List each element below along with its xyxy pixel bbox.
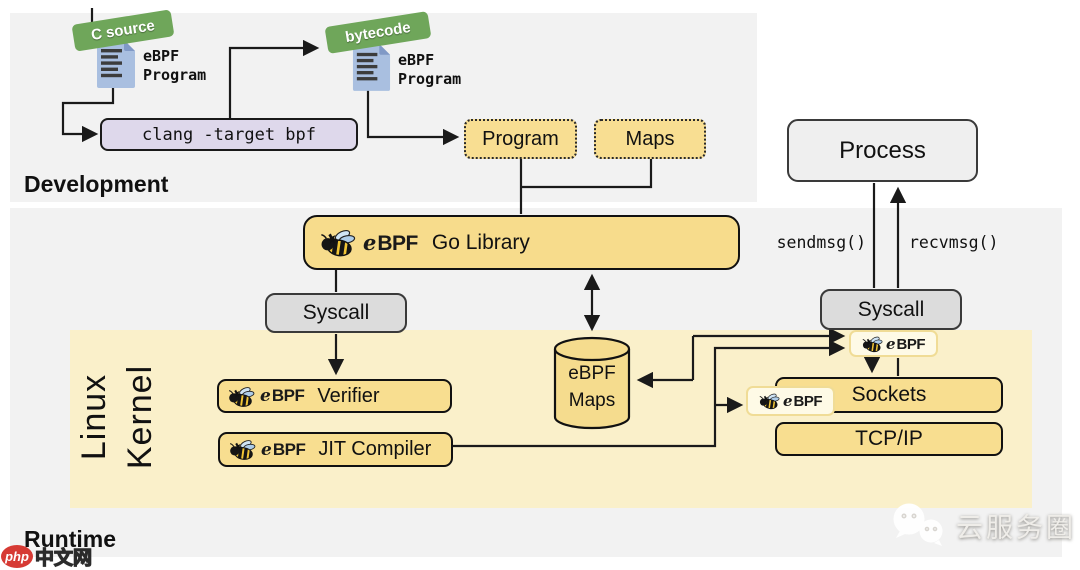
clang-command-box: clang -target bpf bbox=[100, 118, 358, 151]
ebpf-maps-label: eBPF Maps bbox=[553, 360, 631, 414]
go-library-box: e BPF Go Library bbox=[303, 215, 740, 270]
jit-compiler-box: e BPF JIT Compiler bbox=[218, 432, 453, 467]
ebpf-logo-bpf: BPF bbox=[271, 386, 305, 405]
ebpf-bee-icon bbox=[320, 227, 356, 258]
ebpf-logo-text: e BPF bbox=[782, 392, 823, 410]
linux-kernel-line1: Linux bbox=[75, 373, 113, 461]
ebpf-program-label-2: eBPF Program bbox=[398, 51, 461, 89]
wire-csource-to-clang bbox=[61, 88, 115, 143]
php-watermark-text: 中文网 bbox=[34, 547, 93, 569]
ebpf-logo-text: e BPF bbox=[261, 439, 306, 460]
ebpf-logo-e: e bbox=[885, 334, 896, 353]
ebpf-logo-e: e bbox=[260, 386, 271, 406]
program-box: Program bbox=[464, 119, 577, 159]
label-line: Maps bbox=[568, 390, 616, 411]
ebpf-bee-icon bbox=[862, 335, 883, 353]
jit-compiler-label: JIT Compiler bbox=[318, 438, 432, 460]
ebpf-logo-bpf: BPF bbox=[896, 335, 926, 353]
wire-jit-to-syscall-tag bbox=[453, 339, 846, 448]
verifier-box: e BPF Verifier bbox=[217, 379, 452, 413]
runtime-label: Runtime bbox=[24, 526, 116, 552]
ebpf-bee-icon bbox=[229, 438, 256, 461]
label-line: Program bbox=[143, 66, 207, 84]
recvmsg-label: recvmsg() bbox=[909, 233, 999, 252]
go-library-label: Go Library bbox=[431, 230, 530, 254]
verifier-label: Verifier bbox=[317, 384, 380, 407]
ebpf-logo-e: e bbox=[782, 392, 793, 410]
development-label: Development bbox=[24, 171, 169, 197]
linux-kernel-label: Linux Kernel bbox=[72, 346, 214, 488]
syscall-box-left: Syscall bbox=[265, 293, 407, 333]
tcpip-box: TCP/IP bbox=[775, 422, 1003, 456]
maps-box: Maps bbox=[594, 119, 706, 159]
ebpf-tag-syscall: e BPF bbox=[849, 330, 938, 357]
ebpf-logo-text: e BPF bbox=[363, 230, 418, 256]
label-line: eBPF bbox=[568, 363, 616, 384]
php-watermark: php 中文网 bbox=[1, 543, 93, 570]
wire-bytecode-to-program bbox=[366, 90, 460, 146]
wechat-watermark: 云服务圈 bbox=[888, 502, 1076, 548]
ebpf-logo-e: e bbox=[363, 229, 377, 255]
bytecode-file-icon bbox=[351, 43, 392, 92]
ebpf-program-label-1: eBPF Program bbox=[143, 47, 206, 85]
ebpf-logo-bpf: BPF bbox=[793, 393, 823, 410]
wechat-watermark-text: 云服务圈 bbox=[956, 512, 1076, 543]
ebpf-bee-icon bbox=[759, 392, 780, 410]
sendmsg-label: sendmsg() bbox=[776, 233, 866, 252]
ebpf-bee-icon bbox=[228, 385, 255, 408]
linux-kernel-line2: Kernel bbox=[120, 364, 159, 470]
wire-maps-join bbox=[521, 159, 653, 189]
wire-clang-to-bytecode bbox=[228, 39, 320, 118]
php-logo-badge: php bbox=[1, 545, 33, 568]
ebpf-logo-text: e BPF bbox=[885, 334, 926, 353]
process-box: Process bbox=[787, 119, 978, 182]
label-line: eBPF bbox=[143, 47, 180, 65]
ebpf-tag-sockets: e BPF bbox=[746, 386, 835, 416]
ebpf-logo-bpf: BPF bbox=[272, 439, 306, 459]
ebpf-maps-cylinder bbox=[553, 336, 631, 430]
ebpf-logo-e: e bbox=[261, 439, 272, 460]
label-line: Program bbox=[398, 70, 462, 88]
label-line: eBPF bbox=[398, 51, 435, 69]
ebpf-logo-bpf: BPF bbox=[377, 231, 418, 255]
syscall-box-right: Syscall bbox=[820, 289, 962, 330]
ebpf-logo-text: e BPF bbox=[260, 386, 305, 406]
wechat-icon bbox=[888, 502, 950, 548]
